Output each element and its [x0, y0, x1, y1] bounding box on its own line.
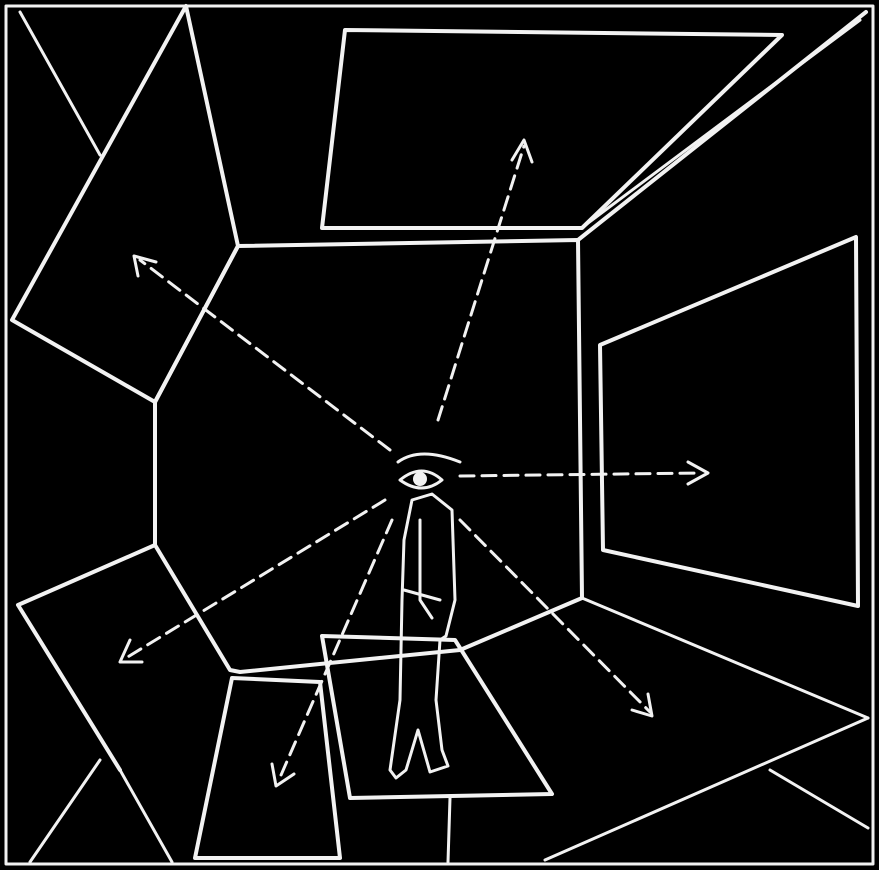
sight-rays — [120, 140, 708, 786]
ray-up-left — [140, 260, 390, 450]
eye-icon — [398, 454, 460, 488]
ray-down — [278, 520, 392, 782]
left-wall-facet-lower — [18, 545, 155, 770]
ray-up-arrowhead — [512, 140, 532, 162]
floor-panel-left — [195, 678, 340, 858]
left-floor-edge — [120, 770, 172, 862]
left-floor-edge-2 — [30, 760, 100, 862]
eyebrow — [398, 454, 460, 462]
ray-down-left — [126, 500, 385, 658]
left-wall-facet-upper — [12, 6, 238, 402]
person-arm — [420, 520, 432, 618]
ray-up-left-arrowhead — [134, 256, 156, 276]
floor-crease-right — [770, 770, 868, 828]
ray-up — [438, 146, 524, 420]
table-leg — [448, 798, 450, 862]
ray-right — [460, 473, 700, 476]
floor-panel-edge — [545, 718, 868, 860]
eye-pupil — [413, 472, 427, 486]
floor-edge-right — [582, 598, 868, 718]
back-wall-edges — [155, 240, 582, 672]
person-body — [390, 494, 455, 778]
left-wall-crease — [20, 12, 100, 155]
standing-person — [390, 494, 455, 778]
ceiling-edge-right-inner — [584, 20, 860, 226]
right-wall-panel — [600, 237, 858, 606]
person-jacket-hem — [404, 590, 440, 600]
